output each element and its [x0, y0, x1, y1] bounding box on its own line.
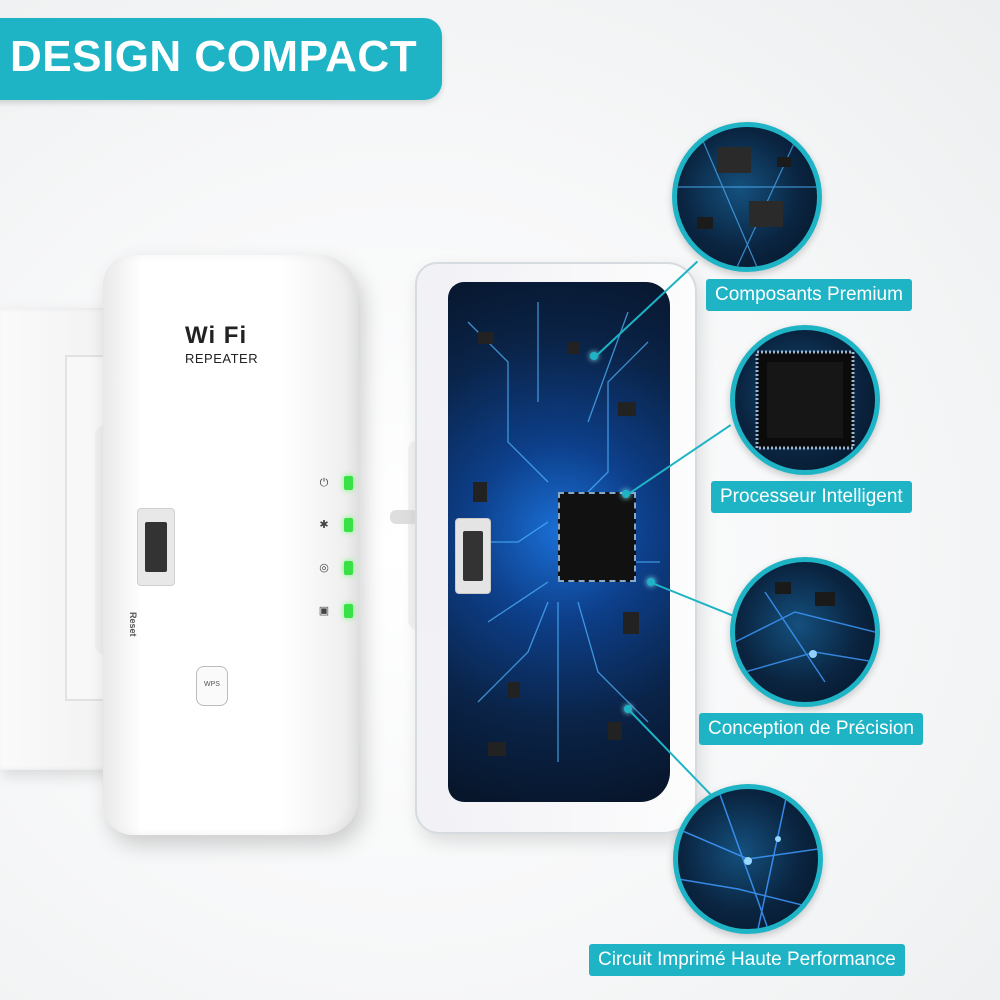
components-closeup [677, 127, 817, 267]
wifi-repeater-logo: Wi Fi REPEATER [185, 322, 275, 366]
reset-label: Reset [128, 612, 138, 637]
logo-repeater-text: REPEATER [185, 351, 259, 366]
wireless-led [344, 518, 353, 532]
feature-label-precision: Conception de Précision [699, 713, 923, 745]
processor-closeup [755, 350, 855, 450]
feature-label-processor: Processeur Intelligent [711, 481, 912, 513]
callout-circle-processor [730, 325, 880, 475]
circuit-traces [458, 302, 660, 762]
title-banner: DESIGN COMPACT [0, 18, 442, 100]
plug-pin [390, 510, 418, 524]
processor-chip [558, 492, 636, 582]
wps-status-icon: ◎ [319, 562, 329, 574]
wireless-icon: ✱ [319, 519, 329, 531]
feature-label-pcb: Circuit Imprimé Haute Performance [589, 944, 905, 976]
transparent-ethernet-port [455, 518, 491, 594]
led-wireless: ✱ [318, 518, 353, 532]
banner-title: DESIGN COMPACT [10, 32, 418, 81]
callout-dot-3 [647, 578, 655, 586]
feature-label-components: Composants Premium [706, 279, 912, 311]
wps-led [344, 561, 353, 575]
power-icon: ⏻ [319, 477, 329, 489]
led-lan: ▣ [318, 604, 353, 618]
callout-circle-pcb [673, 784, 823, 934]
pcb-closeup [678, 789, 818, 929]
lan-led [344, 604, 353, 618]
precision-closeup [735, 582, 875, 683]
callout-dot-2 [622, 490, 630, 498]
wps-button: WPS [196, 666, 228, 706]
callout-circle-components [672, 122, 822, 272]
callout-circle-precision [730, 557, 880, 707]
power-led [344, 476, 353, 490]
logo-wifi-text: Wi Fi [185, 322, 248, 349]
lan-icon: ▣ [318, 605, 330, 617]
led-wps: ◎ [318, 561, 353, 575]
wps-button-label: WPS [204, 681, 220, 688]
callout-dot-4 [624, 705, 632, 713]
callout-dot-1 [590, 352, 598, 360]
led-power: ⏻ [318, 476, 353, 490]
ethernet-port [137, 508, 175, 586]
